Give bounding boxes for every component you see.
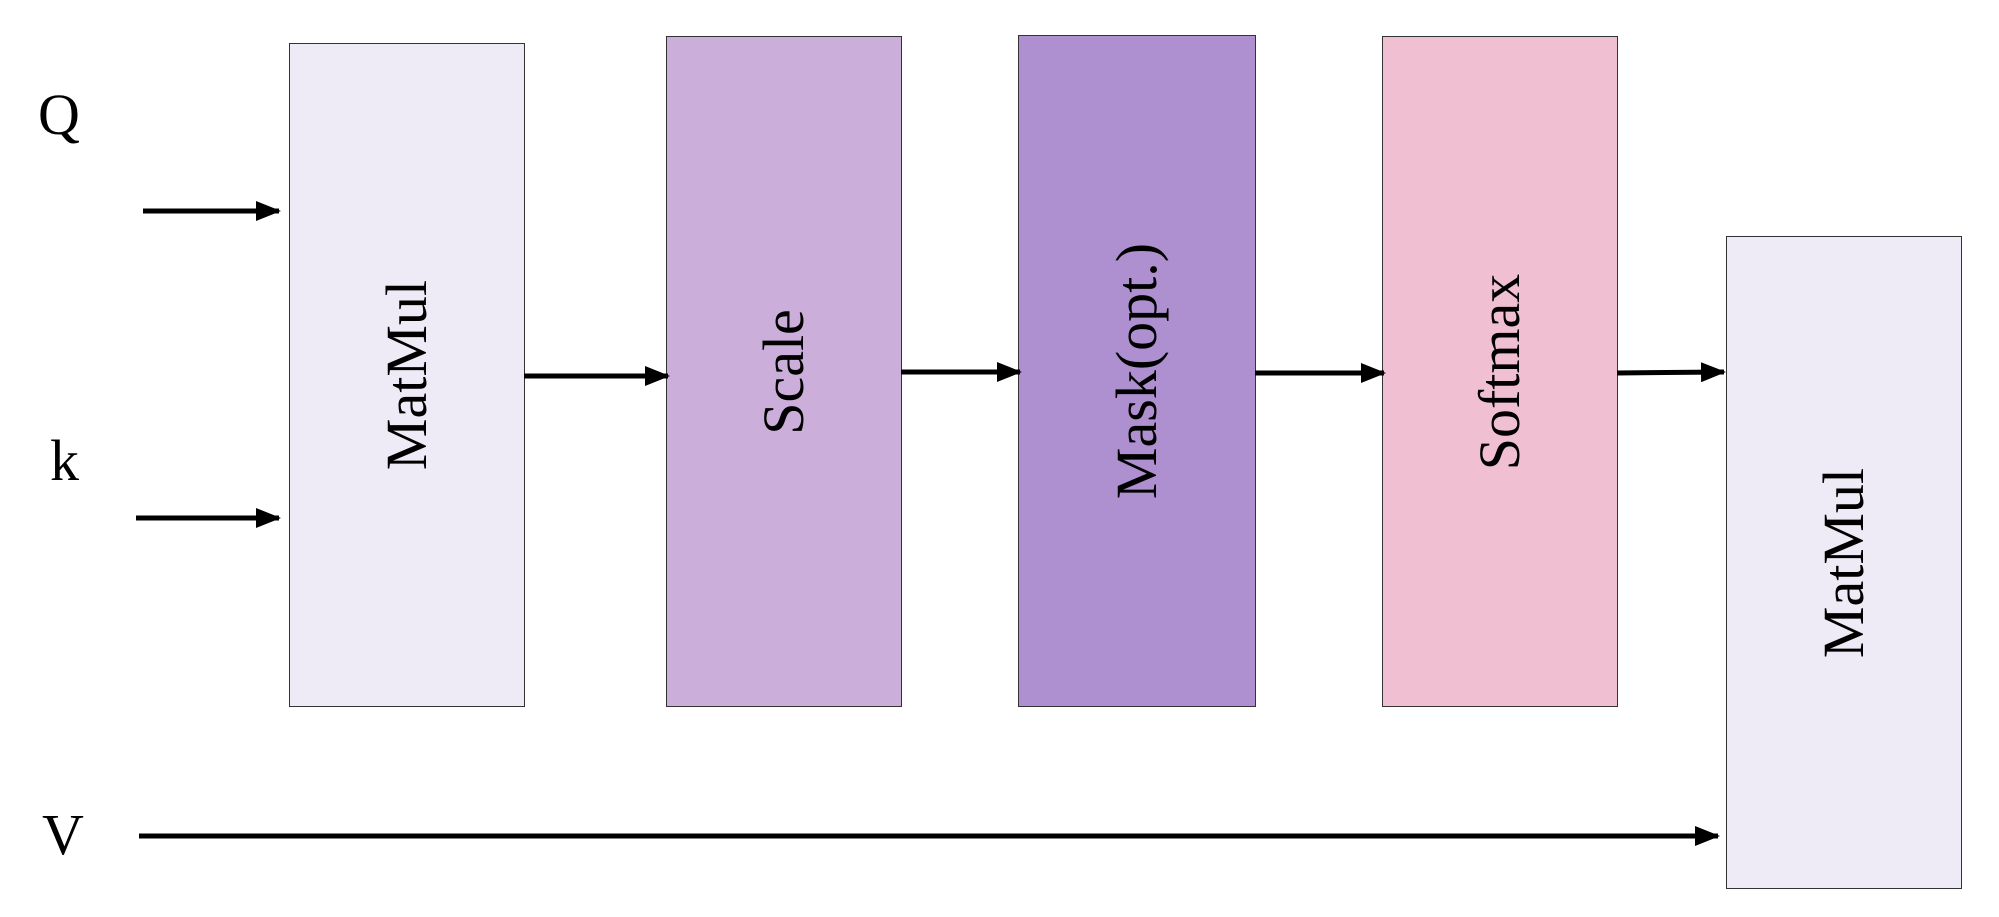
- input-label-q: Q: [38, 82, 80, 147]
- softmax-to-matmul-arrow: [1616, 362, 1726, 383]
- input-label-k: k: [50, 428, 79, 493]
- matmul-block-2: MatMul: [1726, 236, 1962, 889]
- input-label-v: V: [42, 802, 84, 867]
